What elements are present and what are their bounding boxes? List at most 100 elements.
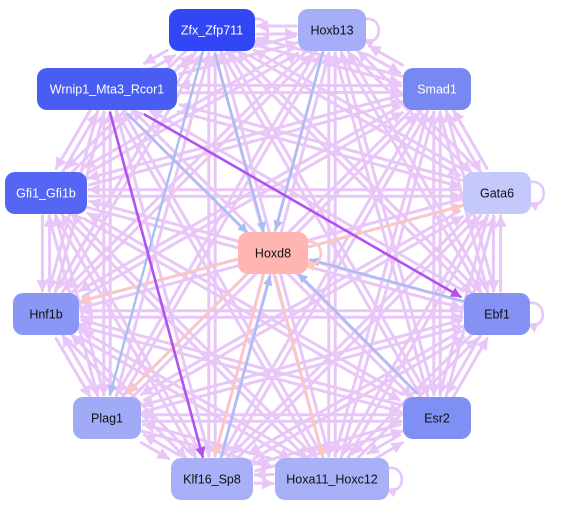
edge-Hnf1b-to-Esr2 bbox=[78, 325, 402, 415]
node-zfx-zfp711[interactable]: Zfx_Zfp711 bbox=[169, 9, 255, 51]
self-loop-Hnf1b bbox=[74, 301, 93, 333]
edge-Wrnip1_Mta3_Rcor1-to-Zfx_Zfp711 bbox=[150, 54, 177, 71]
node-box bbox=[13, 293, 79, 335]
edge-Gfi1_Gfi1b-to-Hoxb13 bbox=[87, 52, 299, 175]
edge-Esr2-to-Zfx_Zfp711 bbox=[226, 50, 428, 395]
edge-Plag1-to-Gfi1_Gfi1b bbox=[52, 213, 106, 396]
edge-Plag1-to-Hoxb13 bbox=[121, 53, 323, 398]
node-box bbox=[403, 397, 471, 439]
edge-Esr2-to-Ebf1 bbox=[452, 337, 489, 398]
nodes-layer: Zfx_Zfp711 Hoxb13Smad1Gata6Ebf1Esr2Hoxa11… bbox=[5, 9, 531, 500]
node-label: Esr2 bbox=[424, 412, 450, 426]
edge-Ebf1-to-Wrnip1_Mta3_Rcor1 bbox=[147, 107, 465, 293]
node-gfi1-gfi1b[interactable]: Gfi1_Gfi1b bbox=[5, 172, 87, 214]
edge-Plag1-to-Gata6 bbox=[143, 215, 464, 402]
self-loop-Hoxb13 bbox=[361, 17, 380, 49]
node-ebf1[interactable]: Ebf1 bbox=[464, 293, 530, 335]
edge-Klf16_Sp8-to-Hoxd8 bbox=[220, 275, 273, 458]
edge-Hoxd8-to-Hnf1b bbox=[78, 258, 237, 304]
node-plag1[interactable]: Plag1 bbox=[73, 397, 141, 439]
edge-Hnf1b-to-Hoxa11_Hoxc12 bbox=[78, 335, 292, 461]
edge-Esr2-to-Gfi1_Gfi1b bbox=[86, 211, 404, 396]
node-label: Smad1 bbox=[417, 83, 457, 97]
edge-Wrnip1_Mta3_Rcor1-to-Klf16_Sp8 bbox=[108, 111, 206, 459]
edge-Wrnip1_Mta3_Rcor1-to-Hoxd8 bbox=[126, 112, 249, 234]
node-hoxd8[interactable]: Hoxd8 bbox=[238, 232, 308, 274]
edge-Klf16_Sp8-to-Gata6 bbox=[235, 216, 478, 460]
node-klf16-sp8[interactable]: Klf16_Sp8 bbox=[171, 458, 253, 500]
edge-Gata6-to-Zfx_Zfp711 bbox=[253, 48, 464, 171]
edge-Hoxd8-to-Gata6 bbox=[309, 203, 463, 248]
edge-Gfi1_Gfi1b-to-Esr2 bbox=[82, 217, 401, 402]
edge-Gata6-to-Plag1 bbox=[140, 209, 461, 396]
node-label: Zfx_Zfp711 bbox=[181, 24, 243, 38]
edge-Klf16_Sp8-to-Smad1 bbox=[226, 112, 428, 459]
edge-Wrnip1_Mta3_Rcor1-to-Gata6 bbox=[176, 110, 462, 190]
node-label: Hoxb13 bbox=[310, 24, 353, 38]
edge-Gfi1_Gfi1b-to-Wrnip1_Mta3_Rcor1 bbox=[61, 112, 99, 173]
edge-Gfi1_Gfi1b-to-Smad1 bbox=[88, 98, 404, 187]
edge-Gfi1_Gfi1b-to-Hoxa11_Hoxc12 bbox=[65, 216, 308, 460]
edge-Hoxa11_Hoxc12-to-Hnf1b bbox=[81, 329, 296, 455]
node-hoxb13[interactable]: Hoxb13 bbox=[298, 9, 366, 51]
edge-Hoxd8-to-Plag1 bbox=[126, 272, 249, 395]
node-smad1[interactable]: Smad1 bbox=[403, 68, 471, 110]
edge-Plag1-to-Ebf1 bbox=[142, 323, 465, 414]
self-loop-Hoxa11_Hoxc12 bbox=[384, 466, 403, 498]
edge-Hnf1b-to-Smad1 bbox=[81, 111, 404, 299]
node-label: Plag1 bbox=[91, 412, 123, 426]
node-box bbox=[169, 9, 255, 51]
edge-Hoxb13-to-Hoxd8 bbox=[273, 51, 324, 231]
edge-Hnf1b-to-Plag1 bbox=[54, 337, 92, 398]
node-box bbox=[5, 172, 87, 214]
node-label: Hoxd8 bbox=[255, 247, 291, 261]
edge-Smad1-to-Hoxb13 bbox=[368, 44, 404, 67]
node-box bbox=[171, 458, 253, 500]
edge-Klf16_Sp8-to-Ebf1 bbox=[252, 335, 465, 461]
node-esr2[interactable]: Esr2 bbox=[403, 397, 471, 439]
edge-Ebf1-to-Hoxd8 bbox=[309, 257, 464, 303]
node-box bbox=[73, 397, 141, 439]
edge-Gata6-to-Smad1 bbox=[452, 109, 489, 170]
self-loop-Hoxd8 bbox=[303, 240, 322, 272]
edge-Wrnip1_Mta3_Rcor1-to-Hoxa11_Hoxc12 bbox=[116, 112, 318, 459]
edge-Zfx_Zfp711-to-Wrnip1_Mta3_Rcor1 bbox=[142, 48, 169, 65]
self-loop-Zfx_Zfp711 bbox=[250, 17, 269, 49]
node-label: Hnf1b bbox=[29, 308, 62, 322]
edge-Hoxb13-to-Smad1 bbox=[365, 52, 401, 75]
edge-Smad1-to-Hnf1b bbox=[78, 105, 401, 293]
edge-Wrnip1_Mta3_Rcor1-to-Gfi1_Gfi1b bbox=[54, 109, 92, 170]
edge-Klf16_Sp8-to-Plag1 bbox=[143, 433, 178, 455]
edge-Gata6-to-Esr2 bbox=[436, 213, 490, 396]
edge-Esr2-to-Hoxd8 bbox=[297, 272, 418, 395]
node-box bbox=[403, 68, 471, 110]
edge-Hoxa11_Hoxc12-to-Plag1 bbox=[142, 421, 276, 461]
node-label: Ebf1 bbox=[484, 308, 510, 322]
highlighted-edges bbox=[78, 51, 464, 459]
node-label: Klf16_Sp8 bbox=[183, 473, 241, 487]
node-box bbox=[275, 458, 389, 500]
node-box bbox=[37, 68, 177, 110]
node-wrnip1-mta3-rcor1[interactable]: Wrnip1_Mta3_Rcor1 bbox=[37, 68, 177, 110]
edge-Ebf1-to-Plag1 bbox=[140, 318, 463, 409]
edge-Wrnip1_Mta3_Rcor1-to-Ebf1 bbox=[143, 113, 462, 299]
edges-layer bbox=[36, 17, 545, 498]
self-loops bbox=[74, 17, 545, 498]
edge-Hnf1b-to-Hoxb13 bbox=[70, 53, 313, 295]
node-box bbox=[463, 172, 531, 214]
edge-Esr2-to-Hnf1b bbox=[80, 317, 404, 407]
node-box bbox=[464, 293, 530, 335]
node-gata6[interactable]: Gata6 bbox=[463, 172, 531, 214]
node-hoxa11-hoxc12[interactable]: Hoxa11_Hoxc12 bbox=[275, 458, 389, 500]
node-label: Wrnip1_Mta3_Rcor1 bbox=[50, 83, 164, 97]
edge-Zfx_Zfp711-to-Hoxd8 bbox=[213, 52, 266, 233]
edge-Hoxa11_Hoxc12-to-Esr2 bbox=[373, 441, 404, 461]
edge-Zfx_Zfp711-to-Plag1 bbox=[107, 51, 204, 396]
node-box bbox=[298, 9, 366, 51]
node-label: Gata6 bbox=[480, 187, 514, 201]
edge-Hoxd8-to-Klf16_Sp8 bbox=[212, 274, 265, 457]
node-box bbox=[238, 232, 308, 274]
edge-Plag1-to-Klf16_Sp8 bbox=[140, 441, 171, 461]
node-hnf1b[interactable]: Hnf1b bbox=[13, 293, 79, 335]
